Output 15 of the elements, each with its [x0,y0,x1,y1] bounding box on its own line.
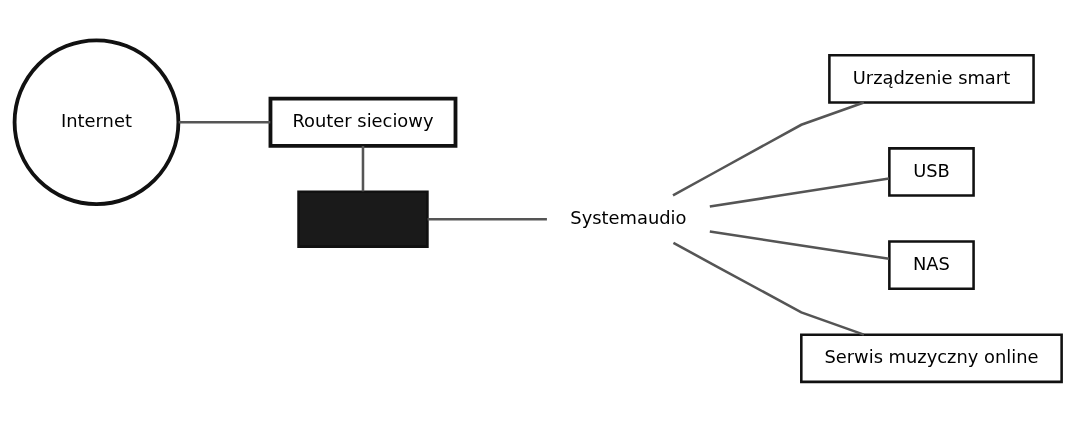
node-text: Systemaudio [570,206,687,228]
connector [672,100,865,196]
node-box [297,190,429,248]
node-circle: Internet [12,37,181,206]
connector [672,241,865,336]
node-box: Router sieciowy [268,96,458,148]
connector [709,176,890,208]
node-box: Serwis muzyczny online [800,332,1063,383]
node-box: USB [888,146,975,197]
node-box: NAS [888,239,975,290]
connector [709,229,890,260]
connector [178,120,271,123]
node-box: Urządzenie smart [828,53,1035,104]
connector [427,217,547,220]
connector [361,145,365,191]
